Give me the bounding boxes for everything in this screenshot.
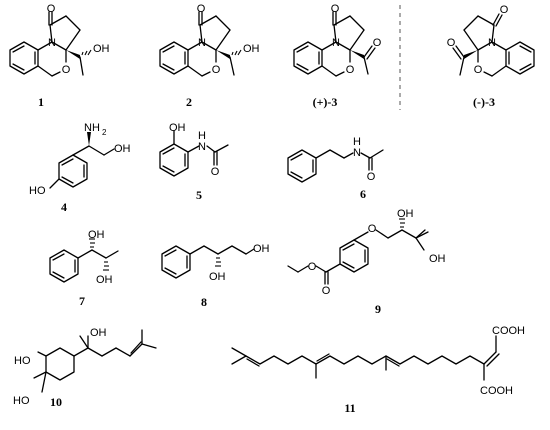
compound-3-minus-structure: [452, 13, 535, 77]
compound-4-phenol-hydroxyl: HO: [29, 185, 46, 197]
compound-11-structure: [231, 335, 500, 381]
compound-2-label: 2: [186, 95, 192, 109]
compound-5-amide-nitrogen: N: [198, 141, 206, 153]
compound-2-hydroxyl: OH: [243, 43, 260, 55]
compound-9-tertiary-hydroxyl: OH: [429, 253, 446, 265]
compound-1-hydroxyl: OH: [93, 43, 110, 55]
compound-3-plus-nitrogen: N: [332, 37, 340, 49]
compound-4-structure: [49, 132, 115, 189]
compound-1-label: 1: [38, 95, 44, 109]
compound-3-minus-label: (-)-3: [473, 95, 495, 109]
compound-5-carbonyl-oxygen: O: [211, 166, 220, 178]
compound-6-amide-h: H: [353, 136, 361, 148]
compound-9-secondary-hydroxyl: OH: [397, 208, 414, 220]
compound-2-structure: [159, 11, 242, 77]
compound-1-ring-oxygen: O: [62, 64, 71, 76]
compound-6-label: 6: [360, 187, 366, 201]
compound-9-label: 9: [375, 302, 381, 316]
compound-10-hydroxyl-1: HO: [14, 355, 31, 367]
compound-8-primary-hydroxyl: OH: [253, 243, 270, 255]
compound-11-carboxyl-2: COOH: [480, 385, 513, 397]
compound-9-carbonyl-oxygen: O: [322, 285, 331, 297]
compound-2-ring-oxygen: O: [212, 64, 221, 76]
compound-3-plus-ketone-oxygen: O: [331, 3, 340, 15]
compound-4-hydroxyl: OH: [114, 143, 131, 155]
compound-2-nitrogen: N: [198, 37, 206, 49]
compound-3-plus-label: (+)-3: [313, 95, 338, 109]
compound-3-plus-acetyl-oxygen: O: [373, 37, 382, 49]
compound-10-hydroxyl-2: HO: [13, 395, 30, 407]
compound-6-structure: [287, 149, 384, 183]
compound-3-minus-nitrogen: N: [488, 37, 496, 49]
compound-11-carboxyl-1: COOH: [492, 325, 525, 337]
compound-5-structure: [159, 130, 229, 177]
compound-7-label: 7: [79, 294, 85, 308]
compound-9-structure: [287, 218, 429, 285]
compound-5-label: 5: [196, 188, 202, 202]
compound-9-ester-oxygen: O: [308, 261, 317, 273]
compound-7-structure: [49, 238, 119, 283]
compound-10-structure: [33, 329, 157, 393]
compound-5-phenol-hydroxyl: OH: [169, 122, 186, 134]
compound-7-hydroxyl-1: OH: [88, 229, 105, 241]
compound-6-carbonyl-oxygen: O: [367, 171, 376, 183]
compound-11-label: 11: [344, 401, 355, 415]
compound-6-amide-nitrogen: N: [353, 147, 361, 159]
compound-3-plus-structure: [293, 11, 376, 77]
compound-2-ketone-oxygen: O: [197, 3, 206, 15]
compound-4-label: 4: [61, 200, 67, 214]
compound-3-minus-ring-oxygen: O: [474, 64, 483, 76]
compound-9-ether-oxygen: O: [368, 223, 377, 235]
compound-3-minus-acetyl-oxygen: O: [447, 37, 456, 49]
compound-10-label: 10: [50, 395, 62, 409]
compound-8-label: 8: [201, 295, 207, 309]
compound-1-ketone-oxygen: O: [47, 3, 56, 15]
compound-5-amide-h: H: [198, 130, 206, 142]
compound-8-secondary-hydroxyl: OH: [209, 271, 226, 283]
compound-10-hydroxyl-3: OH: [90, 327, 107, 339]
compound-1-structure: [9, 11, 92, 77]
compound-3-plus-ring-oxygen: O: [346, 64, 355, 76]
compound-1-nitrogen: N: [48, 37, 56, 49]
compound-4-amine-subscript: 2: [102, 128, 107, 137]
compound-7-hydroxyl-2: OH: [96, 274, 113, 286]
compound-8-structure: [161, 245, 255, 279]
compound-3-minus-ketone-oxygen: O: [500, 4, 509, 16]
compound-4-amine-nh: NH: [84, 122, 100, 134]
